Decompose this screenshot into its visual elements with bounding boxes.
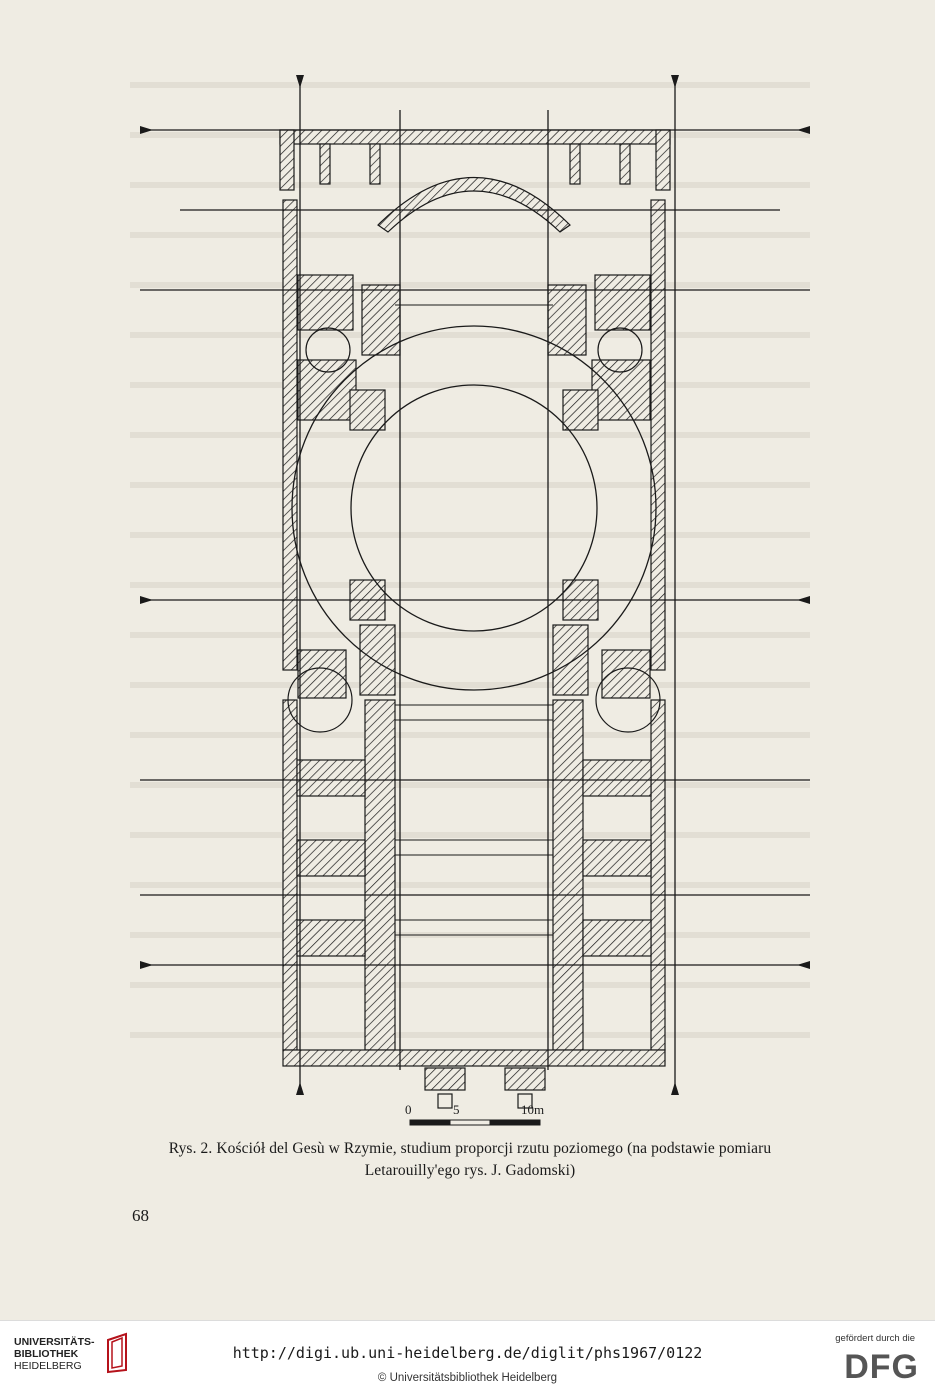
show-through-lines: [130, 82, 810, 1038]
scanned-page: [0, 0, 935, 1320]
caption-line-2: Letarouilly'ego rys. J. Gadomski): [364, 1162, 576, 1179]
dfg-logo[interactable]: DFG: [844, 1348, 919, 1386]
page-number: 68: [132, 1206, 149, 1225]
library-logo-text[interactable]: UNIVERSITÄTS- BIBLIOTHEK HEIDELBERG: [14, 1336, 95, 1372]
axis-arrowheads: [140, 75, 810, 1095]
scale-bar: [409, 1119, 541, 1126]
funding-note: gefördert durch die: [835, 1333, 915, 1344]
library-logo-icon: [107, 1332, 127, 1374]
permalink-url[interactable]: http://digi.ub.uni-heidelberg.de/diglit/…: [232, 1344, 703, 1362]
library-line-1: UNIVERSITÄTS-: [14, 1336, 95, 1348]
scale-label-10m: 10m: [521, 1102, 545, 1117]
copyright-notice: © Universitätsbibliothek Heidelberg: [377, 1372, 558, 1384]
library-line-2: BIBLIOTHEK: [14, 1348, 79, 1360]
figure-caption: Rys. 2. Kościół del Gesù w Rzymie, studi…: [110, 1138, 830, 1182]
proportion-axes: [140, 75, 810, 1095]
chapel-domes: [287, 327, 661, 733]
scale-label-5: 5: [453, 1102, 460, 1117]
caption-line-1: Rys. 2. Kościół del Gesù w Rzymie, studi…: [168, 1140, 772, 1157]
walls: [279, 129, 671, 1067]
floor-plan-drawing: [130, 75, 810, 1126]
entrance-steps: [424, 1067, 546, 1109]
library-line-3: HEIDELBERG: [14, 1360, 82, 1372]
footer-bar: [0, 1320, 935, 1397]
scale-label-0: 0: [405, 1102, 412, 1117]
proportion-circles: [291, 325, 657, 691]
nave-lines: [395, 230, 553, 1050]
